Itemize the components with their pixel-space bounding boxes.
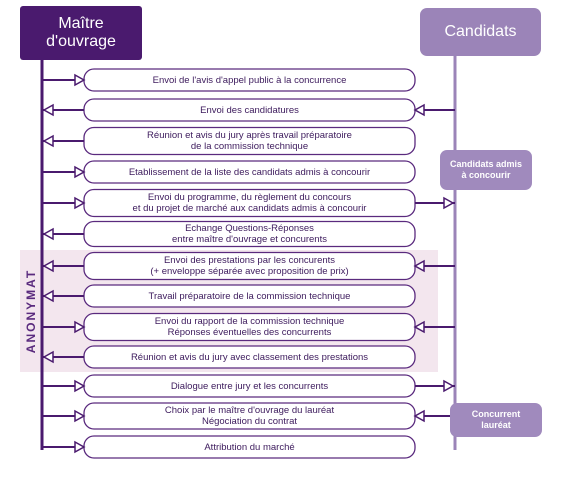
left-arrow-6: [42, 227, 54, 241]
left-arrow-8: [42, 289, 54, 303]
step-9-line-1: Envoi du rapport de la commission techni…: [154, 316, 345, 327]
step-label-8: Travail préparatoire de la commission te…: [84, 285, 415, 307]
right-arrow-11: [443, 379, 455, 393]
right-arrow-5: [443, 196, 455, 210]
right-arrow-12: [413, 409, 425, 423]
step-12-line-1: Choix par le maître d'ouvrage du lauréat: [164, 405, 335, 416]
header-maitre-ouvrage: Maître d'ouvrage: [20, 6, 142, 60]
header-maitre-line1: Maître: [58, 15, 104, 32]
step-label-9: Envoi du rapport de la commission techni…: [84, 314, 415, 341]
left-arrow-9: [74, 320, 86, 334]
side-label-concurrent-laureat: Concurrent lauréat: [450, 403, 542, 437]
step-label-2: Envoi des candidatures: [84, 99, 415, 121]
right-arrow-9: [413, 320, 425, 334]
step-11-line-1: Dialogue entre jury et les concurrents: [170, 380, 329, 392]
step-label-10: Réunion et avis du jury avec classement …: [84, 346, 415, 368]
step-12-line-2: Négociation du contrat: [201, 416, 298, 427]
side-laureat-line2: lauréat: [481, 420, 511, 430]
left-arrow-4: [74, 165, 86, 179]
step-label-3: Réunion et avis du jury après travail pr…: [84, 128, 415, 155]
step-label-11: Dialogue entre jury et les concurrents: [84, 375, 415, 397]
anonymat-text: ANONYMAT: [24, 268, 38, 354]
step-label-7: Envoi des prestations par les concurents…: [84, 253, 415, 280]
step-4-line-1: Etablissement de la liste des candidats …: [128, 166, 371, 178]
step-label-1: Envoi de l'avis d'appel public à la conc…: [84, 69, 415, 91]
step-6-line-2: entre maître d'ouvrage et concurents: [172, 234, 327, 245]
right-arrow-7: [413, 259, 425, 273]
side-admis-line2: à concourir: [461, 170, 511, 180]
header-maitre-line2: d'ouvrage: [46, 33, 116, 50]
step-label-13: Attribution du marché: [84, 436, 415, 458]
side-label-candidats-admis: Candidats admis à concourir: [440, 150, 532, 190]
step-label-12: Choix par le maître d'ouvrage du lauréat…: [84, 403, 415, 429]
step-10-line-1: Réunion et avis du jury avec classement …: [130, 351, 369, 363]
left-arrow-13: [74, 440, 86, 454]
step-label-4: Etablissement de la liste des candidats …: [84, 161, 415, 183]
left-arrow-2: [42, 103, 54, 117]
step-7-line-2: (+ enveloppe séparée avec proposition de…: [150, 266, 349, 277]
header-candidats-label: Candidats: [444, 23, 517, 40]
step-1-line-1: Envoi de l'avis d'appel public à la conc…: [152, 74, 347, 86]
step-5-line-1: Envoi du programme, du règlement du conc…: [147, 192, 352, 203]
left-arrow-5: [74, 196, 86, 210]
left-arrow-7: [42, 259, 54, 273]
step-8-line-1: Travail préparatoire de la commission te…: [148, 290, 351, 302]
side-admis-line1: Candidats admis: [449, 159, 523, 169]
step-2-line-1: Envoi des candidatures: [200, 104, 299, 116]
step-9-line-2: Réponses éventuelles des concurrents: [167, 327, 332, 338]
step-3-line-1: Réunion et avis du jury après travail pr…: [147, 130, 352, 141]
left-arrow-1: [74, 73, 86, 87]
anonymat-label: ANONYMAT: [23, 252, 39, 370]
step-7-line-1: Envoi des prestations par les concurents: [163, 255, 336, 266]
header-candidats: Candidats: [420, 8, 541, 56]
left-arrow-12: [74, 409, 86, 423]
side-laureat-line1: Concurrent: [471, 409, 521, 419]
left-arrow-10: [42, 350, 54, 364]
step-5-line-2: et du projet de marché aux candidats adm…: [132, 203, 367, 214]
step-13-line-1: Attribution du marché: [204, 441, 295, 453]
step-6-line-1: Echange Questions-Réponses: [185, 223, 314, 234]
left-arrow-11: [74, 379, 86, 393]
left-arrow-3: [42, 134, 54, 148]
right-arrow-2: [413, 103, 425, 117]
step-label-5: Envoi du programme, du règlement du conc…: [84, 190, 415, 217]
step-3-line-2: de la commission technique: [190, 141, 309, 152]
